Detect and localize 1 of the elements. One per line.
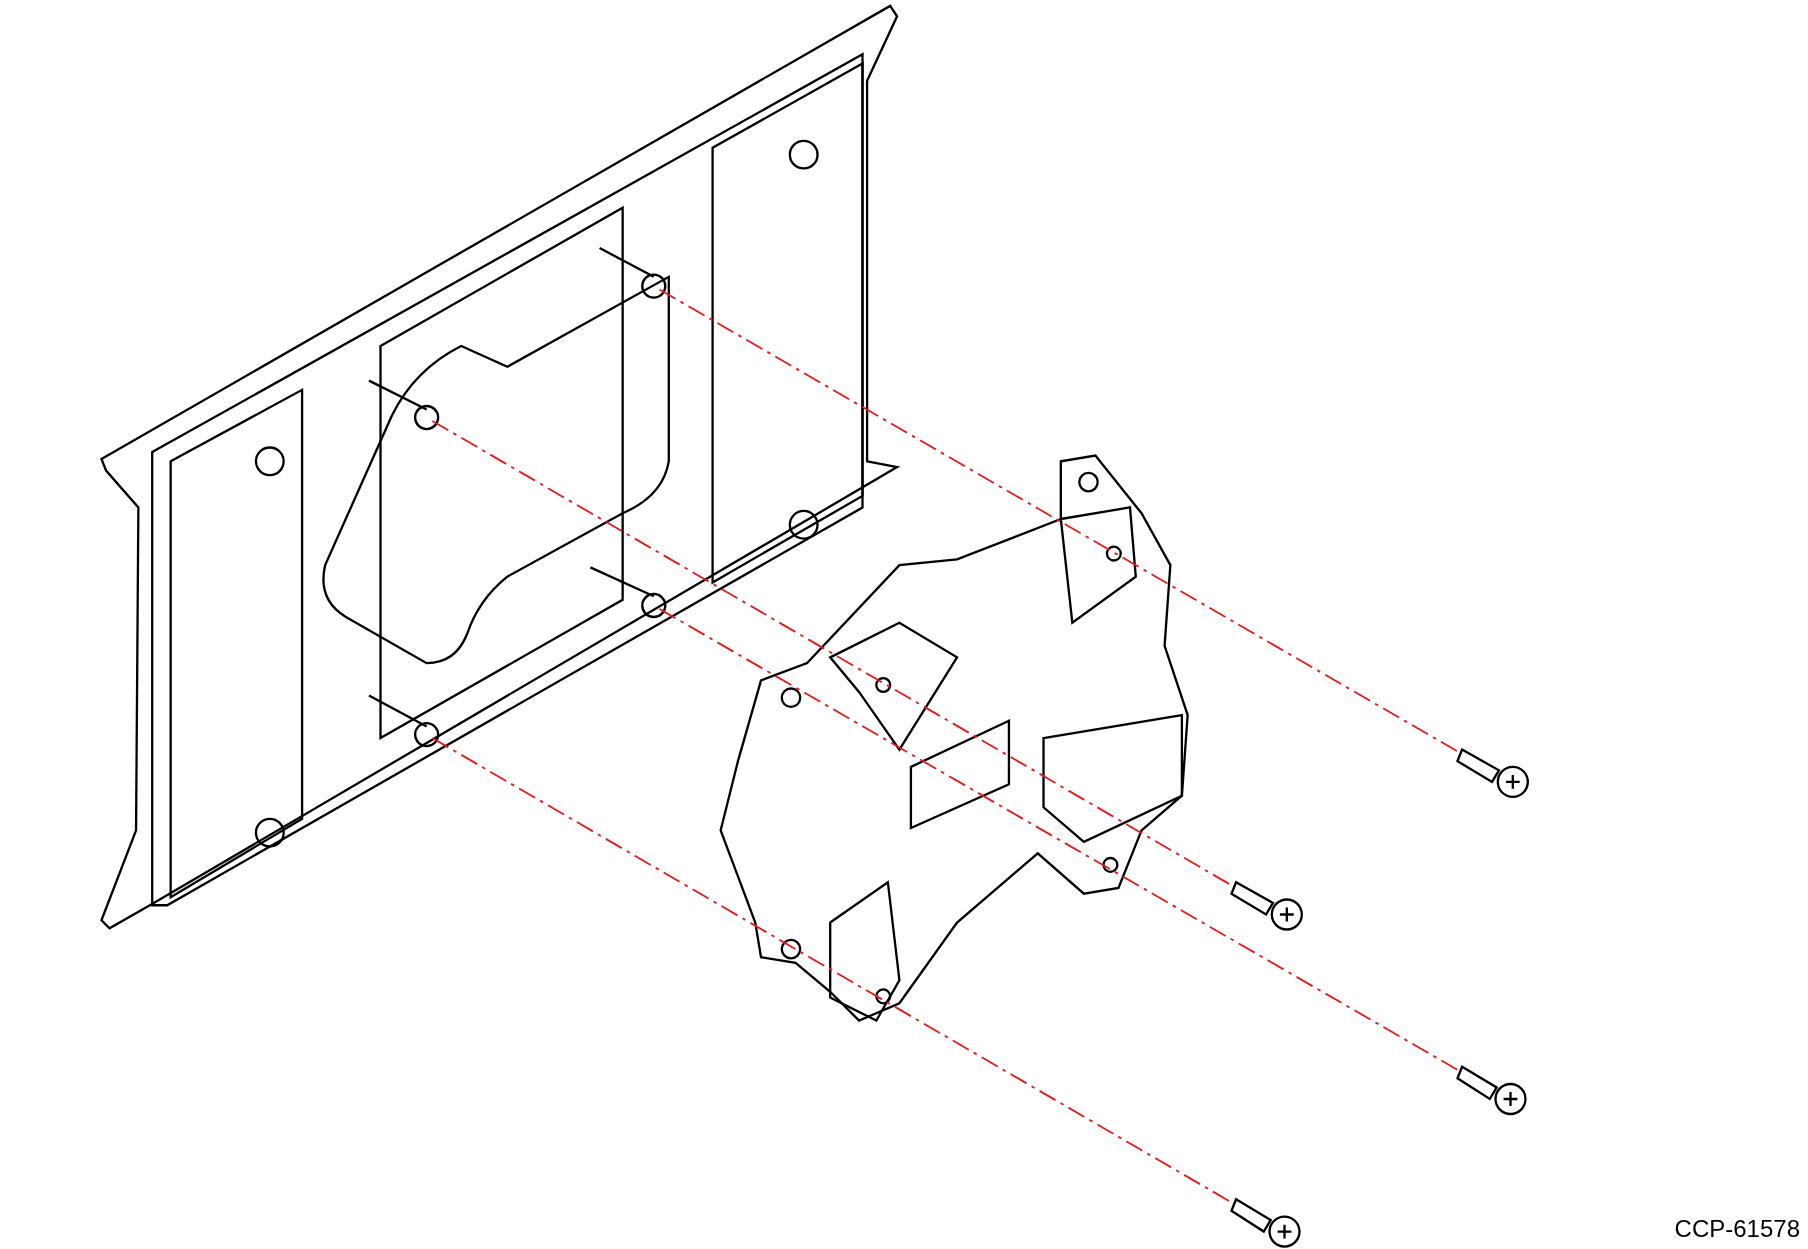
drawing-number: CCP-61578 xyxy=(1674,1215,1800,1243)
